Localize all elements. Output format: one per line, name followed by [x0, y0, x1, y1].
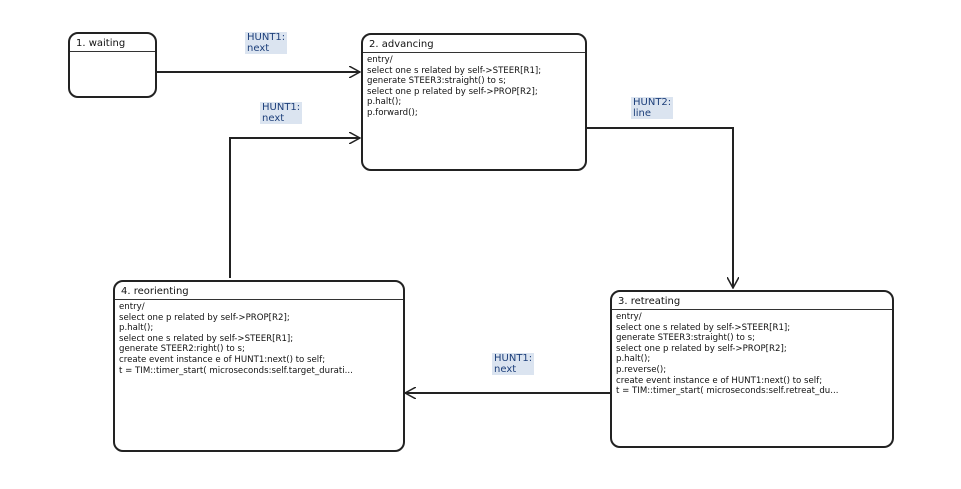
state-actions: entry/ select one p related by self->PRO…: [115, 300, 403, 376]
action-line: select one p related by self->PROP[R2];: [367, 86, 538, 97]
event-name: next: [494, 364, 517, 375]
state-title: 3. retreating: [612, 292, 892, 310]
event-id: HUNT1:: [247, 32, 286, 43]
action-line: generate STEER2:right() to s;: [119, 344, 245, 355]
action-line: generate STEER3:straight() to s;: [367, 76, 507, 87]
action-line: select one s related by self->STEER[R1];: [119, 333, 294, 344]
state-title: 4. reorienting: [115, 282, 403, 300]
state-actions: entry/ select one s related by self->STE…: [612, 310, 892, 397]
state-title: 2. advancing: [363, 35, 585, 53]
state-title: 1. waiting: [70, 34, 155, 52]
action-line: p.forward();: [367, 107, 418, 118]
action-line: p.halt();: [616, 354, 651, 365]
state-waiting[interactable]: 1. waiting: [68, 32, 157, 98]
action-line: p.halt();: [119, 323, 154, 334]
state-actions: entry/ select one s related by self->STE…: [363, 53, 585, 119]
event-name: line: [633, 108, 652, 119]
state-reorienting[interactable]: 4. reorienting entry/ select one p relat…: [113, 280, 405, 452]
state-advancing[interactable]: 2. advancing entry/ select one s related…: [361, 33, 587, 171]
action-line: select one p related by self->PROP[R2];: [119, 312, 290, 323]
action-line: entry/: [367, 55, 393, 65]
action-line: select one p related by self->PROP[R2];: [616, 343, 787, 354]
transition-reorienting-to-advancing: [229, 138, 360, 278]
transition-advancing-to-retreating: [586, 127, 733, 288]
action-line: create event instance e of HUNT1:next() …: [616, 375, 823, 386]
action-line: create event instance e of HUNT1:next() …: [119, 354, 326, 365]
transition-label-advancing-retreating[interactable]: HUNT2: line: [631, 97, 674, 119]
transition-label-reorienting-advancing[interactable]: HUNT1: next: [260, 102, 303, 124]
action-line: entry/: [616, 312, 642, 322]
event-name: next: [247, 43, 270, 54]
action-line: select one s related by self->STEER[R1];: [367, 65, 542, 76]
action-line: generate STEER3:straight() to s;: [616, 333, 756, 344]
action-line: p.halt();: [367, 97, 402, 108]
transition-label-retreating-reorienting[interactable]: HUNT1: next: [492, 353, 535, 375]
action-line: p.reverse();: [616, 364, 667, 375]
action-line: t = TIM::timer_start( microseconds:self.…: [119, 365, 353, 376]
action-line: t = TIM::timer_start( microseconds:self.…: [616, 386, 839, 397]
event-id: HUNT1:: [494, 353, 533, 364]
action-line: select one s related by self->STEER[R1];: [616, 322, 791, 333]
action-line: entry/: [119, 302, 145, 312]
event-name: next: [262, 113, 285, 124]
transition-label-waiting-advancing[interactable]: HUNT1: next: [245, 32, 288, 54]
state-retreating[interactable]: 3. retreating entry/ select one s relate…: [610, 290, 894, 448]
event-id: HUNT2:: [633, 97, 672, 108]
event-id: HUNT1:: [262, 102, 301, 113]
